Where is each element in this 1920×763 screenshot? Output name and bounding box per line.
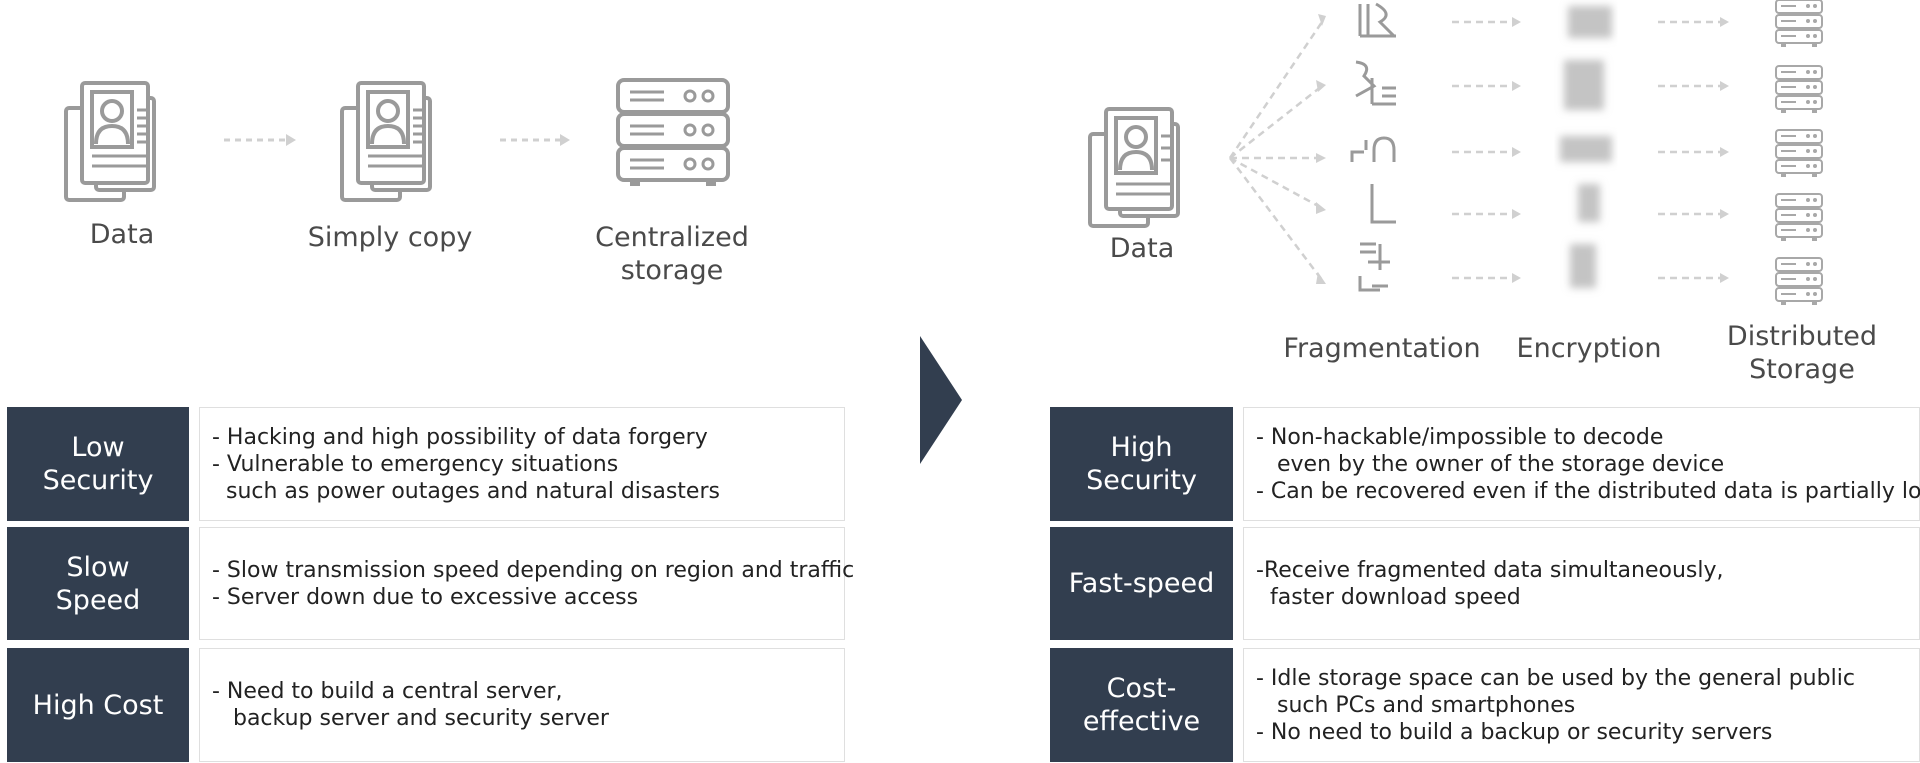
row-title-low-security: Low Security [7, 407, 189, 521]
row-desc-fast-speed: -Receive fragmented data simultaneously,… [1243, 527, 1920, 640]
flow-label-data: Data [89, 219, 155, 250]
desc-line: - Server down due to excessive access [212, 584, 639, 610]
fragment-pieces [1350, 2, 1396, 292]
right-flow-diagram [1088, 0, 1823, 306]
desc-line: backup server and security server [212, 706, 609, 731]
transition-chevron-icon [920, 336, 962, 464]
desc-line: - Can be recovered even if the distribut… [1256, 478, 1920, 504]
document-user-icon [340, 81, 432, 202]
stage-label-fragmentation: Fragmentation [1283, 333, 1481, 364]
row-title-fast-speed: Fast-speed [1050, 527, 1233, 640]
desc-line: - No need to build a backup or security … [1256, 719, 1773, 745]
document-user-icon [64, 81, 156, 202]
server-icon [1775, 257, 1823, 306]
server-icon [1775, 193, 1823, 242]
stage-label-encryption: Encryption [1516, 333, 1662, 364]
stage-label-distributed-storage: Distributed Storage [1726, 321, 1878, 385]
row-title-slow-speed: Slow Speed [7, 527, 189, 640]
desc-line: such PCs and smartphones [1256, 692, 1576, 718]
server-icon [1775, 129, 1823, 178]
flow-arrow [224, 134, 570, 146]
desc-line: - Non-hackable/impossible to decode [1256, 424, 1664, 450]
row-title-high-security: High Security [1050, 407, 1233, 521]
fan-out-arrows [1228, 21, 1324, 281]
desc-line: - Need to build a central server, [212, 679, 563, 704]
desc-line: - Vulnerable to emergency situations [212, 451, 619, 477]
encrypted-blocks [1560, 6, 1612, 288]
source-label-data: Data [1109, 233, 1175, 264]
row-desc-low-security: - Hacking and high possibility of data f… [199, 407, 845, 521]
desc-line: - Hacking and high possibility of data f… [212, 424, 708, 450]
stage-arrows [1452, 17, 1729, 283]
row-title-high-cost: High Cost [7, 648, 189, 762]
server-rack-icon [616, 78, 730, 188]
desc-line: - Slow transmission speed depending on r… [212, 557, 855, 583]
left-flow-diagram [64, 78, 730, 202]
server-icon [1775, 65, 1823, 114]
flow-label-centralized-storage: Centralized storage [595, 222, 749, 286]
desc-line: -Receive fragmented data simultaneously, [1256, 557, 1724, 583]
desc-line: faster download speed [1256, 584, 1521, 610]
desc-line: - Idle storage space can be used by the … [1256, 665, 1855, 691]
document-user-icon [1088, 107, 1180, 228]
row-desc-high-security: - Non-hackable/impossible to decode even… [1243, 407, 1920, 521]
desc-line: even by the owner of the storage device [1256, 451, 1725, 477]
server-icon [1775, 0, 1823, 48]
row-desc-slow-speed: - Slow transmission speed depending on r… [199, 527, 854, 640]
row-desc-cost-effective: - Idle storage space can be used by the … [1243, 648, 1920, 762]
flow-label-simply-copy: Simply copy [307, 222, 473, 253]
row-desc-high-cost: - Need to build a central server, backup… [199, 648, 845, 762]
desc-line: such as power outages and natural disast… [212, 478, 720, 504]
row-title-cost-effective: Cost- effective [1050, 648, 1233, 762]
